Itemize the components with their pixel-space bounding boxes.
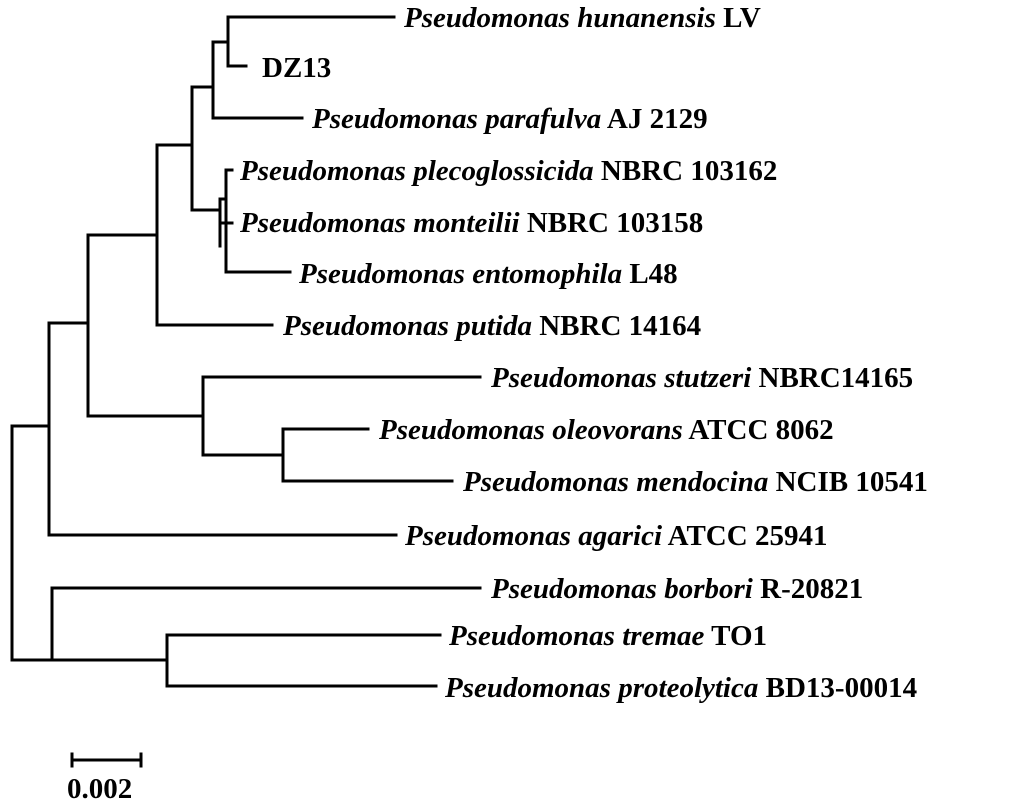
taxon-label-agarici: Pseudomonas agarici ATCC 25941 [404,520,827,552]
taxon-label-proteolytica: Pseudomonas proteolytica BD13-00014 [444,672,917,704]
taxon-label-plecoglossicida: Pseudomonas plecoglossicida NBRC 103162 [239,155,777,187]
taxon-label-parafulva: Pseudomonas parafulva AJ 2129 [311,103,708,135]
taxon-label-entomophila: Pseudomonas entomophila L48 [298,258,678,290]
scale-bar-label: 0.002 [67,773,132,805]
taxon-label-hunanensis: Pseudomonas hunanensis LV [403,2,761,34]
scale-bar: 0.002 [67,752,143,805]
taxon-label-tremae: Pseudomonas tremae TO1 [448,620,767,652]
taxon-label-oleovorans: Pseudomonas oleovorans ATCC 8062 [378,414,834,446]
taxon-label-stutzeri: Pseudomonas stutzeri NBRC14165 [490,362,913,394]
taxon-labels: Pseudomonas hunanensis LV DZ13 Pseudomon… [239,2,928,704]
taxon-label-dz13: DZ13 [262,52,331,84]
taxon-label-monteilii: Pseudomonas monteilii NBRC 103158 [239,207,703,239]
taxon-label-putida: Pseudomonas putida NBRC 14164 [282,310,701,342]
taxon-label-borbori: Pseudomonas borbori R-20821 [490,573,863,605]
tree-branches [10,15,482,688]
taxon-label-mendocina: Pseudomonas mendocina NCIB 10541 [462,466,928,498]
